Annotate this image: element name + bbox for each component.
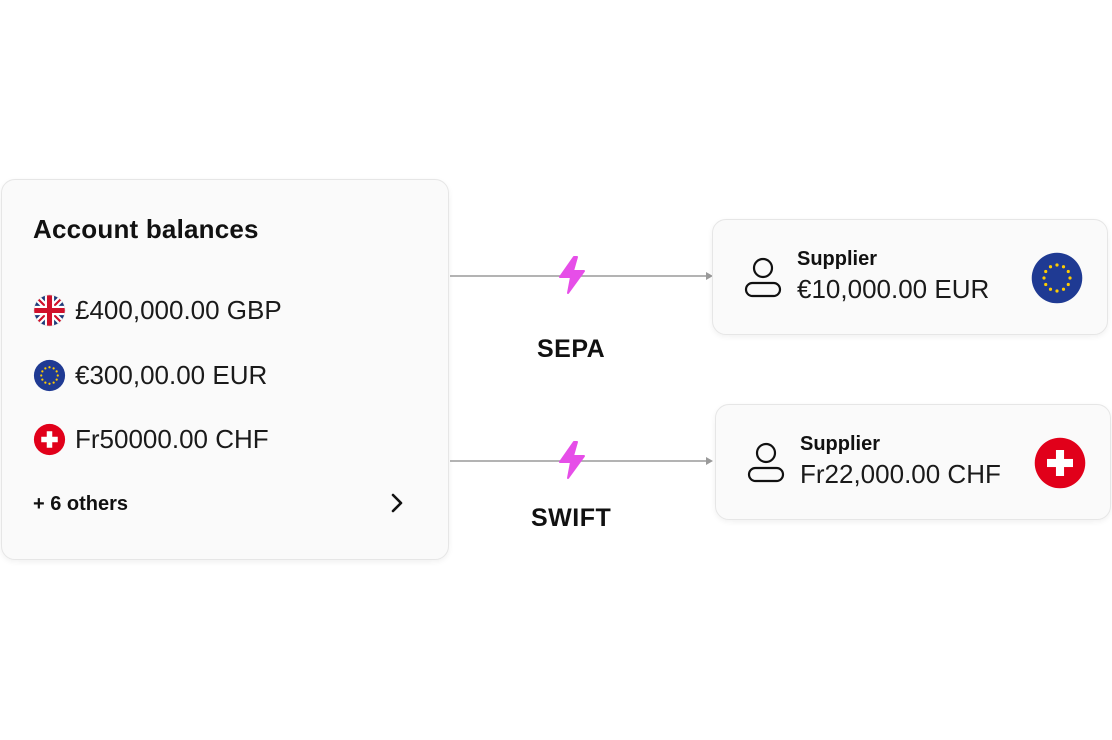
supplier-card-eur[interactable]: Supplier €10,000.00 EUR [712,219,1108,335]
other-balances-link[interactable]: + 6 others [33,493,129,515]
eu-flag-icon [33,359,66,392]
supplier-label: Supplier [800,433,881,455]
balance-row-chf[interactable]: Fr50000.00 CHF [33,423,269,456]
eu-flag-icon [1031,252,1083,304]
swiss-flag-icon [1034,437,1086,489]
sepa-rail-label: SEPA [537,335,606,363]
swift-rail-label: SWIFT [531,504,612,532]
balance-row-gbp[interactable]: £400,000.00 GBP [33,294,282,327]
supplier-amount-chf: Fr22,000.00 CHF [800,459,1001,489]
person-icon [744,257,782,298]
supplier-label: Supplier [797,248,878,270]
account-balances-title: Account balances [33,214,259,244]
chevron-right-icon[interactable] [383,489,411,517]
balance-amount-gbp: £400,000.00 GBP [75,295,282,325]
lightning-bolt-icon [559,441,585,479]
account-balances-card[interactable]: Account balances £400,000.00 GBP [1,179,449,560]
supplier-amount-eur: €10,000.00 EUR [797,274,990,304]
balance-row-eur[interactable]: €300,00.00 EUR [33,359,267,392]
uk-flag-icon [33,294,66,327]
swiss-flag-icon [33,423,66,456]
person-icon [747,442,785,483]
supplier-card-chf[interactable]: Supplier Fr22,000.00 CHF [715,404,1111,520]
balance-amount-chf: Fr50000.00 CHF [75,424,269,454]
lightning-bolt-icon [559,256,585,294]
balance-amount-eur: €300,00.00 EUR [75,360,268,390]
